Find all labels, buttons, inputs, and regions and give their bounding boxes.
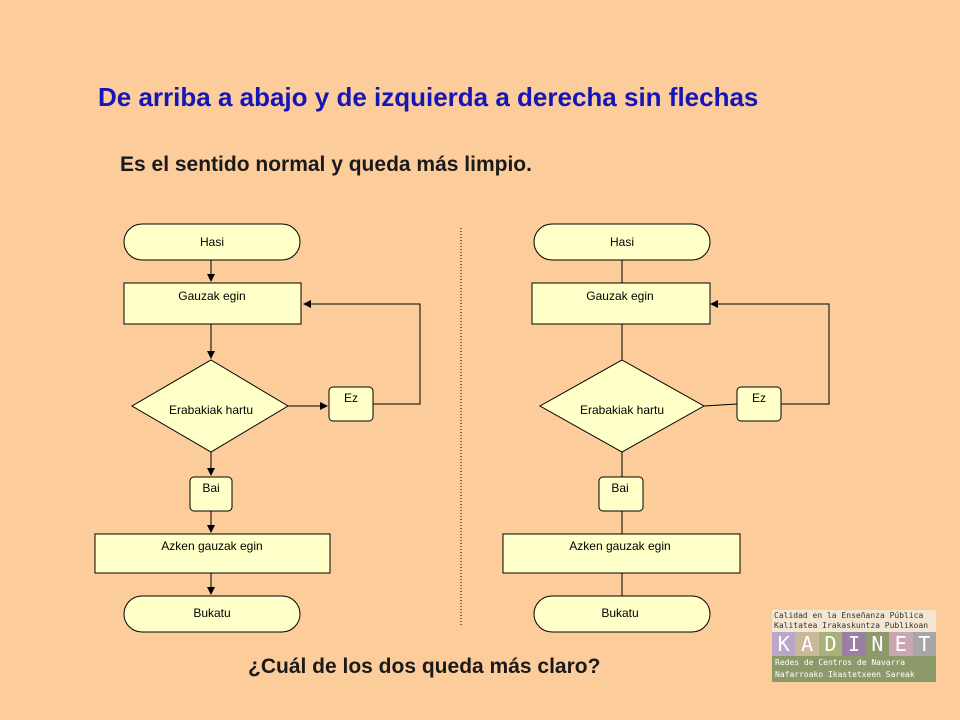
no-box	[736, 386, 782, 422]
no-label: Ez	[344, 391, 358, 405]
process-box	[123, 282, 302, 325]
decision-diamond	[538, 359, 706, 453]
process-box	[531, 282, 711, 325]
end-label: Bukatu	[601, 606, 638, 620]
process-label: Gauzak egin	[586, 289, 653, 303]
end-terminal	[533, 595, 711, 633]
start-label: Hasi	[610, 235, 634, 249]
final-process-box	[94, 533, 331, 574]
decision-label: Erabakiak hartu	[169, 403, 253, 417]
flowchart-without-arrows: Hasi Gauzak egin Erabakiak hartu Ez Bai …	[502, 223, 830, 633]
end-label: Bukatu	[193, 606, 230, 620]
logo-letter-i: I	[842, 632, 866, 656]
logo-line-2: Kalitatea Irakaskuntza Publikoan	[772, 621, 936, 632]
yes-label: Bai	[611, 481, 628, 495]
slide-subtitle: Es el sentido normal y queda más limpio.	[120, 153, 532, 176]
start-label: Hasi	[200, 235, 224, 249]
logo-letter-n: N	[865, 632, 890, 656]
kadinet-logo: Calidad en la Enseñanza Pública Kalitate…	[772, 610, 936, 688]
logo-letter-k: K	[772, 632, 796, 656]
yes-label: Bai	[202, 481, 219, 495]
yes-box	[598, 476, 644, 512]
logo-line-4: Nafarroako Ikastetxeen Sareak	[772, 670, 936, 682]
logo-line-1: Calidad en la Enseñanza Pública	[772, 610, 936, 621]
logo-line-3: Redes de Centros de Navarra	[772, 656, 936, 670]
logo-letter-e: E	[889, 632, 913, 656]
no-label: Ez	[752, 391, 766, 405]
no-box	[328, 386, 374, 422]
yes-box	[189, 476, 233, 512]
logo-letter-a: A	[795, 632, 819, 656]
start-terminal	[533, 223, 711, 261]
end-terminal	[123, 595, 301, 633]
final-process-label: Azken gauzak egin	[569, 539, 670, 553]
closing-question: ¿Cuál de los dos queda más claro?	[248, 655, 601, 678]
slide-title: De arriba a abajo y de izquierda a derec…	[98, 82, 759, 112]
decision-diamond	[131, 359, 289, 453]
process-label: Gauzak egin	[178, 289, 245, 303]
start-terminal	[123, 223, 301, 261]
final-process-box	[502, 533, 741, 574]
arrow-loop-back	[303, 300, 421, 405]
logo-letter-t: T	[912, 632, 936, 656]
decision-label: Erabakiak hartu	[580, 403, 664, 417]
arrow-loop-back-right	[710, 300, 830, 405]
final-process-label: Azken gauzak egin	[161, 539, 262, 553]
line-decision-to-no	[703, 403, 738, 407]
flowchart-with-arrows: Hasi Gauzak egin Erabakiak hartu Ez Bai …	[94, 223, 421, 633]
logo-letter-d: D	[818, 632, 843, 656]
